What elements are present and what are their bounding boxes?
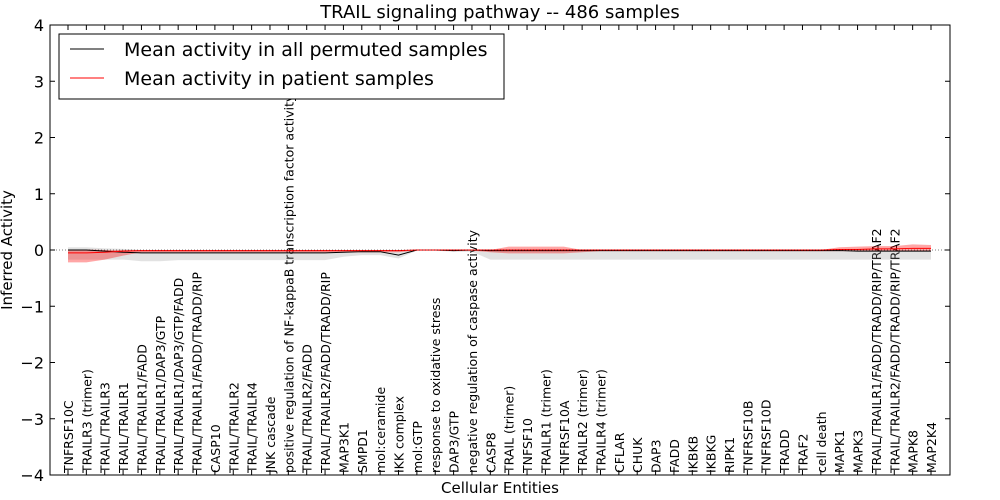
x-tick-label: TRAIL/TRAILR2/FADD xyxy=(300,344,315,474)
x-tick-label: CFLAR xyxy=(612,432,627,473)
x-tick-label: CASP8 xyxy=(483,432,498,473)
legend-label-permuted: Mean activity in all permuted samples xyxy=(124,39,487,61)
legend: Mean activity in all permuted samples Me… xyxy=(58,33,505,100)
x-tick-label: TNFSF10 xyxy=(520,418,535,474)
x-tick-label: DAP3 xyxy=(649,440,664,473)
series-line-0 xyxy=(68,249,931,256)
x-tick-label: TRAIL/TRAILR1/FADD/TRADD/RIP/TRAF2 xyxy=(869,228,884,474)
x-tick-label: IKBKB xyxy=(685,436,700,473)
x-tick-label: negative regulation of caspase activity xyxy=(465,229,480,473)
x-tick-label: TNFRSF10B xyxy=(740,401,755,474)
x-tick-label: RIPK1 xyxy=(722,437,737,473)
x-tick-label: FADD xyxy=(667,439,682,473)
x-tick-label: TRAIL/TRAILR1/DAP3/GTP/FADD xyxy=(171,278,186,474)
x-tick-label: TRAIL (trimer) xyxy=(502,386,517,474)
x-tick-label: cell death xyxy=(814,411,829,473)
x-tick-label: TNFRSF10C xyxy=(61,400,76,474)
x-tick-label: TNFRSF10D xyxy=(759,399,774,474)
x-tick-label: MAPK1 xyxy=(832,430,847,473)
x-tick-label: TRAILR4 (trimer) xyxy=(593,369,608,474)
y-tick-label: 0 xyxy=(34,241,44,260)
chart-title: TRAIL signaling pathway -- 486 samples xyxy=(319,2,680,23)
x-tick-label: TRAILR3 (trimer) xyxy=(79,369,94,474)
x-tick-label: TRADD xyxy=(777,429,792,474)
x-tick-label: TRAIL/TRAILR4 xyxy=(245,382,260,474)
x-tick-label: TRAIL/TRAILR3 xyxy=(98,382,113,474)
y-tick-label: 1 xyxy=(34,185,44,204)
x-tick-label: TRAIL/TRAILR1/DAP3/GTP xyxy=(153,315,168,474)
y-tick-label: 3 xyxy=(34,72,44,91)
y-tick-label: −4 xyxy=(20,466,44,485)
x-tick-label: DAP3/GTP xyxy=(447,410,462,473)
x-tick-label: mol:ceramide xyxy=(373,387,388,473)
y-tick-label: 2 xyxy=(34,129,44,148)
x-tick-label: JNK cascade xyxy=(263,396,278,474)
x-tick-label: MAPK3 xyxy=(851,430,866,473)
y-axis-ticks: 4 3 2 1 0 −1 −2 −3 −4 xyxy=(20,16,950,485)
x-tick-label: TRAIL/TRAILR2/FADD/TRADD/RIP/TRAF2 xyxy=(887,228,902,474)
x-tick-label: TRAF2 xyxy=(795,433,810,474)
x-tick-label: response to oxidative stress xyxy=(428,298,443,473)
x-tick-label: TRAILR1 (trimer) xyxy=(538,369,553,474)
legend-label-patient: Mean activity in patient samples xyxy=(124,68,434,90)
plot-area xyxy=(50,244,950,263)
series-line-1 xyxy=(68,247,931,254)
y-tick-label: −1 xyxy=(20,297,44,316)
x-tick-label: TRAIL/TRAILR1/FADD xyxy=(134,344,149,474)
x-axis-label: Cellular Entities xyxy=(441,479,559,497)
x-tick-label: TNFRSF10A xyxy=(557,400,572,474)
x-tick-label: TRAIL/TRAILR1 xyxy=(116,382,131,474)
y-tick-label: 4 xyxy=(34,16,44,35)
x-tick-label: positive regulation of NF-kappaB transcr… xyxy=(281,94,296,473)
y-axis-label: Inferred Activity xyxy=(0,190,16,310)
x-tick-label: TRAIL/TRAILR1/FADD/TRADD/RIP xyxy=(190,272,205,474)
y-tick-label: −3 xyxy=(20,410,44,429)
x-tick-label: TRAILR2 (trimer) xyxy=(575,369,590,474)
x-tick-label: SMPD1 xyxy=(355,429,370,473)
x-tick-label: MAPK8 xyxy=(906,430,921,473)
x-tick-label: MAP3K1 xyxy=(336,422,351,473)
legend-box xyxy=(58,33,505,100)
x-tick-label: CASP10 xyxy=(208,424,223,473)
x-tick-label: TRAIL/TRAILR2 xyxy=(226,382,241,474)
y-tick-label: −2 xyxy=(20,354,44,373)
x-tick-label: IKBKG xyxy=(704,435,719,473)
x-tick-label: mol:GTP xyxy=(410,421,425,473)
x-tick-label: TRAIL/TRAILR2/FADD/TRADD/RIP xyxy=(318,272,333,474)
x-tick-label: CHUK xyxy=(630,437,645,473)
x-tick-label: MAP2K4 xyxy=(924,422,939,473)
x-tick-label: IKK complex xyxy=(392,396,407,473)
plot-frame xyxy=(49,24,951,476)
